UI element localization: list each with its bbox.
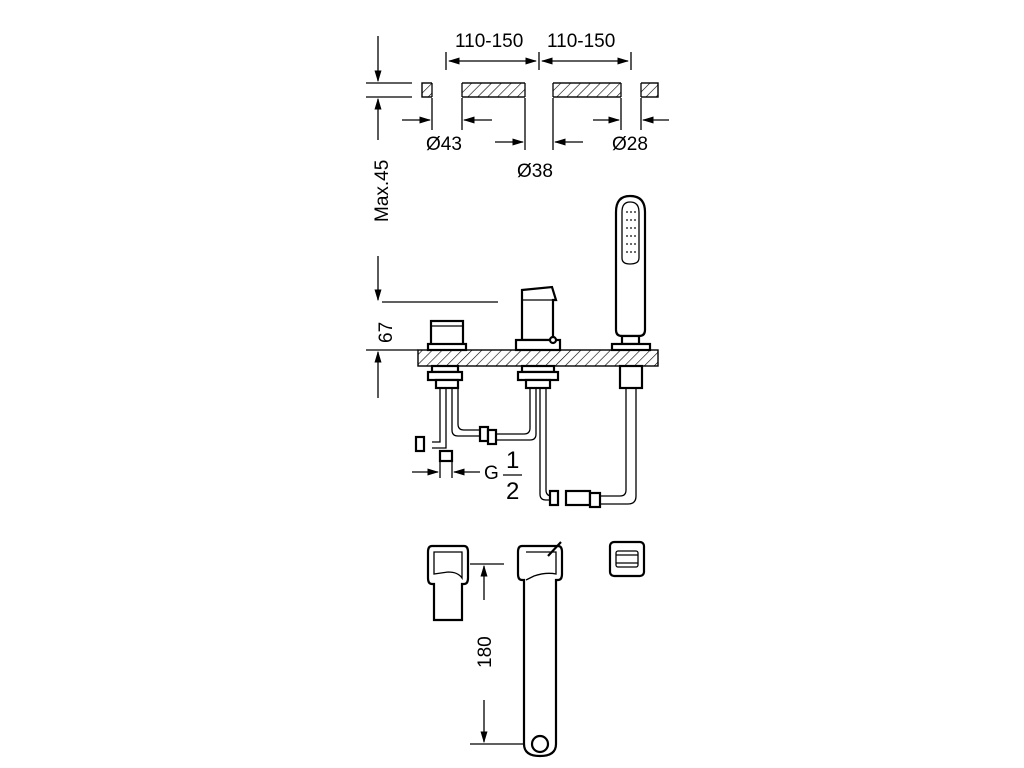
middle-under-deck-fittings: [486, 364, 592, 507]
handle-top-view: [426, 544, 470, 622]
hose-under-deck: [588, 364, 644, 509]
deck-hole-plan: 110-150 110-150 Ø43 Ø38 Ø28: [402, 31, 669, 182]
hole-right: [621, 82, 641, 98]
thread-numerator: 1: [506, 447, 519, 474]
hole-middle: [525, 82, 553, 98]
thread-prefix: G: [484, 463, 499, 484]
max-thickness-dimension: Max.45: [366, 36, 412, 222]
spout-top-view: [516, 541, 564, 758]
spacing-right-label: 110-150: [547, 31, 615, 52]
handle-height-label: 67: [376, 322, 397, 343]
left-under-deck-fittings: [414, 364, 490, 463]
spout-body: [514, 285, 562, 352]
max-thickness-label: Max.45: [372, 160, 393, 222]
side-elevation: 67: [366, 194, 659, 509]
spacing-left-label: 110-150: [455, 31, 523, 52]
hole-middle-diameter: Ø38: [517, 161, 553, 182]
hand-shower: [610, 194, 652, 352]
thread-dimension: G 1 2: [412, 447, 522, 505]
hose-holder-top-view: [608, 540, 646, 578]
hole-right-diameter: Ø28: [612, 134, 648, 155]
spout-projection-dimension: 180: [470, 563, 524, 745]
spout-projection-label: 180: [475, 636, 496, 668]
top-view: 180: [426, 540, 646, 758]
thread-denominator: 2: [506, 478, 519, 505]
hole-left: [432, 82, 462, 98]
hole-left-diameter: Ø43: [426, 134, 462, 155]
mixer-handle: [426, 319, 468, 352]
